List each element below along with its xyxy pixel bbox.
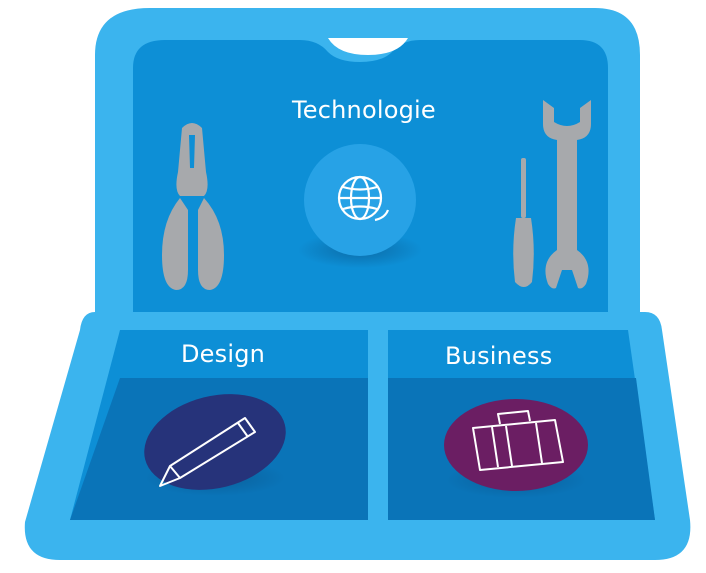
globe-icon — [337, 175, 390, 222]
design-label: Design — [181, 340, 266, 368]
wrench-icon — [543, 100, 591, 289]
handle-notch — [328, 38, 408, 55]
technologie-label: Technologie — [292, 96, 436, 124]
business-label: Business — [445, 342, 553, 370]
pencil-icon — [159, 417, 256, 487]
screwdriver-icon — [513, 158, 534, 287]
pliers-icon — [162, 123, 224, 290]
briefcase-icon — [472, 410, 564, 471]
pencil-circle — [144, 394, 286, 490]
globe-circle — [304, 144, 416, 256]
